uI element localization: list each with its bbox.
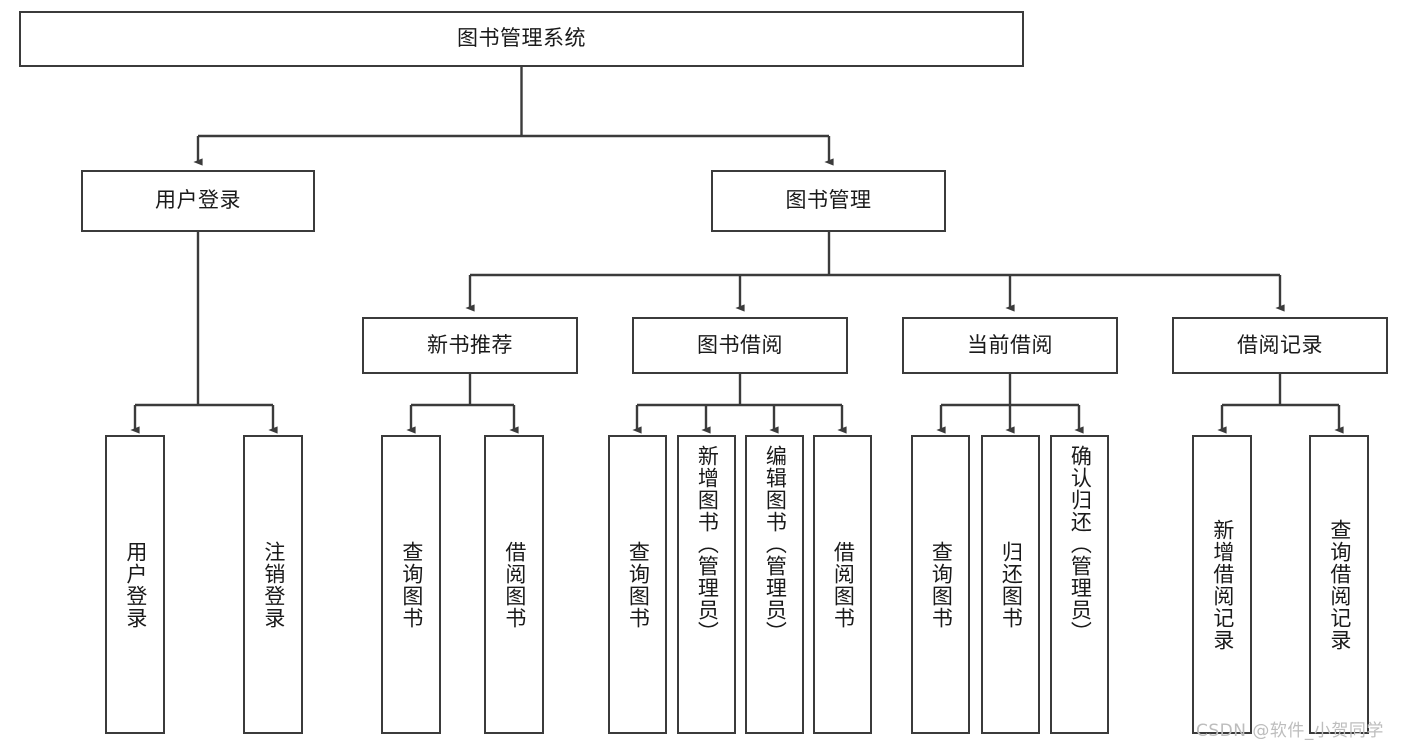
node-borrow-record[interactable]: 借阅记录 (1172, 317, 1388, 374)
node-root[interactable]: 图书管理系统 (19, 11, 1024, 67)
node-user-login-label: 用户登录 (155, 188, 241, 213)
leaf-query-record-label: 查询借阅记录 (1327, 518, 1352, 651)
node-current-borrow[interactable]: 当前借阅 (902, 317, 1118, 374)
leaf-confirm-return[interactable]: 确认归还（管理员） (1050, 435, 1109, 734)
leaf-borrow-book-1[interactable]: 借阅图书 (484, 435, 544, 734)
leaf-edit-book-label: 编辑图书（管理员） (763, 445, 788, 643)
leaf-return-book-label: 归还图书 (999, 540, 1024, 629)
node-book-manage-label: 图书管理 (785, 188, 872, 213)
leaf-add-record-label: 新增借阅记录 (1210, 518, 1235, 651)
node-new-book-rec-label: 新书推荐 (427, 332, 513, 357)
leaf-query-book-1[interactable]: 查询图书 (381, 435, 441, 734)
leaf-user-logout[interactable]: 注销登录 (243, 435, 303, 734)
leaf-add-book-label: 新增图书（管理员） (695, 445, 720, 643)
node-book-borrow[interactable]: 图书借阅 (632, 317, 848, 374)
leaf-return-book[interactable]: 归还图书 (981, 435, 1040, 734)
node-new-book-rec[interactable]: 新书推荐 (362, 317, 578, 374)
leaf-borrow-book-1-label: 借阅图书 (502, 540, 527, 629)
node-book-borrow-label: 图书借阅 (697, 332, 783, 357)
leaf-user-login[interactable]: 用户登录 (105, 435, 165, 734)
leaf-query-record[interactable]: 查询借阅记录 (1309, 435, 1369, 734)
node-borrow-record-label: 借阅记录 (1237, 332, 1323, 357)
node-book-manage[interactable]: 图书管理 (711, 170, 946, 232)
leaf-query-book-3[interactable]: 查询图书 (911, 435, 970, 734)
leaf-borrow-book-2[interactable]: 借阅图书 (813, 435, 872, 734)
leaf-user-login-label: 用户登录 (123, 540, 148, 629)
leaf-user-logout-label: 注销登录 (261, 540, 286, 629)
leaf-query-book-2[interactable]: 查询图书 (608, 435, 667, 734)
leaf-query-book-2-label: 查询图书 (626, 540, 651, 629)
leaf-add-record[interactable]: 新增借阅记录 (1192, 435, 1252, 734)
csdn-watermark: CSDN @软件_小贺同学 (1196, 721, 1384, 741)
leaf-borrow-book-2-label: 借阅图书 (831, 540, 856, 629)
leaf-confirm-return-label: 确认归还（管理员） (1068, 445, 1093, 643)
node-user-login[interactable]: 用户登录 (81, 170, 315, 232)
node-current-borrow-label: 当前借阅 (967, 332, 1053, 357)
leaf-add-book[interactable]: 新增图书（管理员） (677, 435, 736, 734)
leaf-edit-book[interactable]: 编辑图书（管理员） (745, 435, 804, 734)
leaf-query-book-1-label: 查询图书 (399, 540, 424, 629)
leaf-query-book-3-label: 查询图书 (929, 540, 954, 629)
node-root-label: 图书管理系统 (457, 26, 586, 51)
